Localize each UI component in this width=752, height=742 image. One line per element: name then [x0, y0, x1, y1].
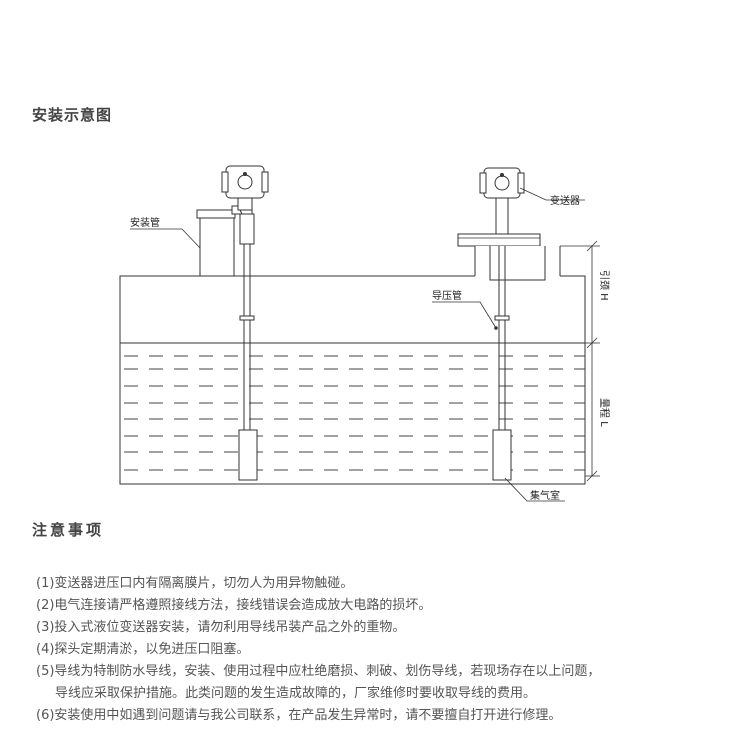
notes-title: 注意事项 [32, 521, 105, 539]
right-transmitter-assembly [479, 167, 525, 481]
note-item: (3)投入式液位变送器安装，请勿利用导线吊装产品之外的重物。 [36, 620, 406, 635]
note-item: (1)变送器进压口内有隔离膜片，切勿人为用异物触碰。 [36, 576, 354, 591]
leader-mounting-pipe [130, 228, 201, 249]
flange-neck [475, 246, 560, 280]
leader-transmitter [519, 187, 585, 201]
note-item: (4)探头定期清淤，以免进压口阻塞。 [36, 642, 250, 657]
left-transmitter-assembly [196, 165, 269, 481]
mounting-pipe [199, 217, 235, 277]
leader-pressure-pipe [432, 301, 497, 329]
right-probe [492, 429, 512, 481]
notes-list: (1)变送器进压口内有隔离膜片，切勿人为用异物触碰。 (2)电气连接请严格遵照接… [36, 573, 736, 727]
note-item: (5)导线为特制防水导线，安装、使用过程中应杜绝磨损、刺破、划伤导线，若现场存在… [36, 664, 601, 701]
leader-gas-chamber [504, 477, 565, 502]
note-item: (6)安装使用中如遇到问题请与我公司联系，在产品发生异常时，请不要擅自打开进行修… [36, 708, 562, 723]
label-pressure-pipe: 导压管 [432, 289, 462, 302]
label-mounting-pipe: 安装管 [130, 216, 160, 229]
note-item: (2)电气连接请严格遵照接线方法，接线错误会造成放大电路的损坏。 [36, 598, 432, 613]
install-diagram-title: 安装示意图 [32, 106, 113, 124]
label-transmitter: 变送器 [550, 194, 580, 207]
label-range: 量程 L [598, 398, 610, 427]
label-lead-height: 引颈 H [598, 270, 610, 301]
left-probe [238, 429, 258, 481]
dimension-lines [560, 240, 600, 482]
tank-outline [119, 247, 586, 485]
label-gas-chamber: 集气室 [530, 489, 560, 502]
flange-plate [457, 233, 541, 247]
liquid-hatching [124, 355, 585, 471]
